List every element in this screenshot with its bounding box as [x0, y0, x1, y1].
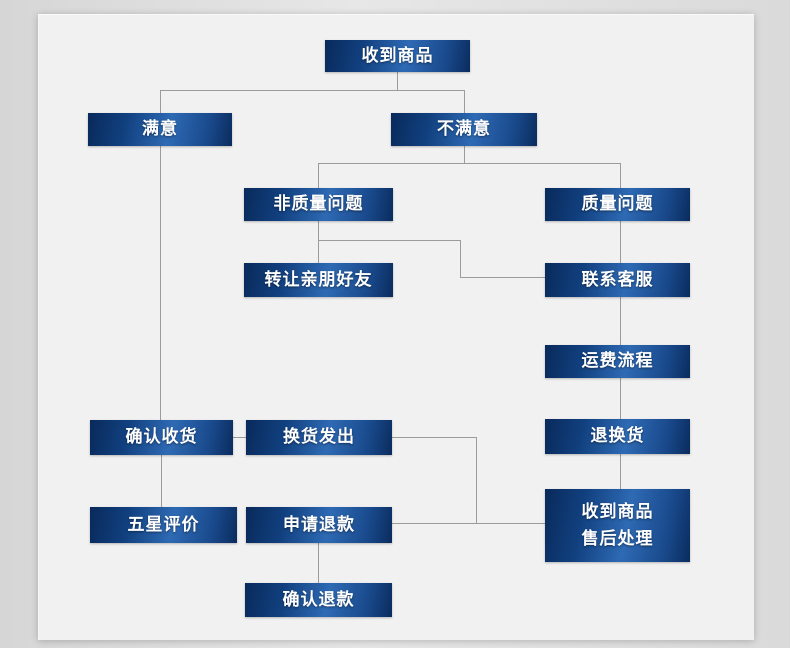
connector-line: [620, 221, 621, 263]
connector-line: [160, 146, 161, 420]
connector-line: [161, 455, 162, 507]
connector-line: [620, 454, 621, 489]
connector-line: [392, 523, 545, 524]
node-return-or-exchange: 退换货: [545, 419, 690, 454]
node-satisfied: 满意: [88, 113, 232, 146]
connector-line: [460, 240, 461, 277]
connector-line: [620, 163, 621, 188]
connector-line: [160, 90, 465, 91]
connector-line: [620, 297, 621, 345]
node-non-quality-issue: 非质量问题: [244, 188, 393, 221]
connector-line: [464, 90, 465, 113]
connector-line: [318, 163, 319, 188]
connector-line: [160, 90, 161, 113]
connector-line: [233, 437, 246, 438]
connector-line: [460, 277, 545, 278]
connector-line: [318, 163, 621, 164]
node-exchange-shipped: 换货发出: [246, 420, 392, 455]
connector-line: [397, 72, 398, 90]
node-transfer-to-friends: 转让亲朋好友: [244, 263, 393, 297]
node-shipping-fee-process: 运费流程: [545, 345, 690, 378]
connector-line: [318, 240, 460, 241]
node-apply-refund: 申请退款: [246, 507, 392, 543]
node-unsatisfied: 不满意: [391, 113, 537, 146]
connector-line: [620, 378, 621, 419]
node-after-sales-processing: 收到商品 售后处理: [545, 489, 690, 562]
connector-line: [464, 146, 465, 163]
connector-line: [392, 437, 476, 438]
node-quality-issue: 质量问题: [545, 188, 690, 221]
connector-line: [318, 543, 319, 583]
node-five-star-review: 五星评价: [90, 507, 237, 543]
node-confirm-refund: 确认退款: [245, 583, 392, 617]
node-confirm-receipt: 确认收货: [90, 420, 233, 455]
connector-line: [476, 437, 477, 523]
connector-line: [318, 221, 319, 263]
node-contact-service: 联系客服: [545, 263, 690, 297]
node-received-goods: 收到商品: [325, 40, 470, 72]
